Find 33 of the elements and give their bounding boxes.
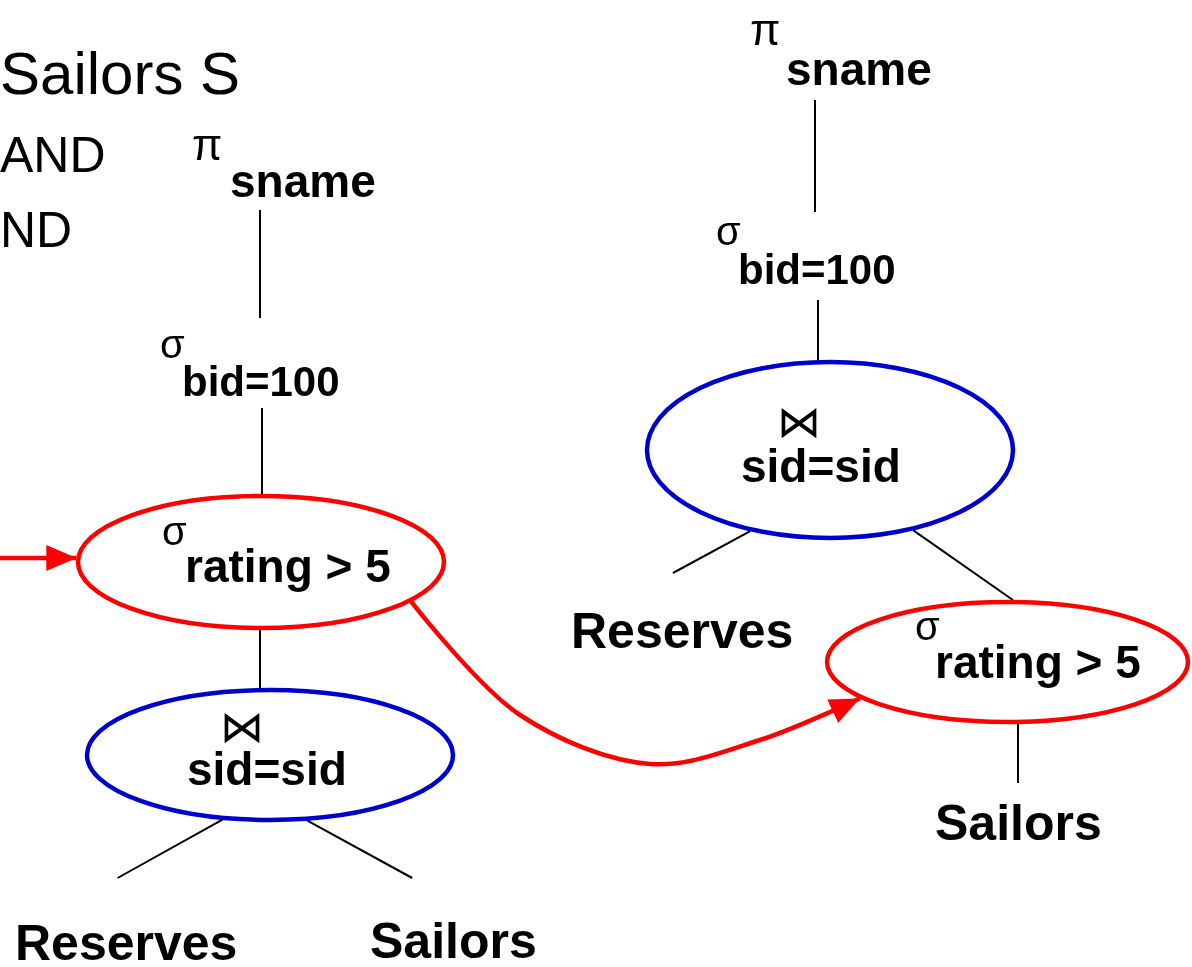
operator-symbol: σ (160, 324, 185, 365)
operator-condition: sid=sid (187, 746, 347, 793)
query-text: Sailors S (0, 44, 241, 105)
operator-symbol: ⋈ (220, 704, 264, 749)
operator-condition: rating > 5 (185, 543, 391, 590)
tree-line (116, 818, 224, 879)
tree-line (1017, 722, 1019, 784)
operator-symbol: σ (716, 211, 741, 252)
arrow (0, 545, 77, 571)
arrow (409, 600, 861, 767)
operator-symbol: π (192, 122, 223, 167)
operator-symbol: ⋈ (777, 399, 821, 444)
relation-name: Sailors (935, 797, 1102, 848)
operator-symbol: π (750, 7, 781, 52)
operator-condition: sname (786, 46, 932, 93)
operator-condition: bid=100 (738, 249, 896, 292)
operator-condition: bid=100 (182, 361, 340, 404)
tree-line (912, 529, 1014, 602)
operator-condition: sid=sid (741, 443, 901, 490)
tree-line (261, 407, 263, 495)
relation-name: Reserves (15, 917, 238, 967)
tree-line (817, 299, 819, 362)
tree-line (814, 99, 816, 213)
relation-name: Reserves (571, 605, 794, 656)
tree-line (259, 629, 261, 690)
operator-condition: sname (230, 158, 376, 205)
query-text: AND (0, 129, 106, 180)
relation-name: Sailors (370, 915, 537, 966)
tree-line (259, 209, 261, 319)
tree-line (306, 819, 414, 879)
query-text: ND (0, 204, 73, 255)
operator-symbol: σ (162, 511, 187, 552)
tree-line (671, 530, 752, 574)
